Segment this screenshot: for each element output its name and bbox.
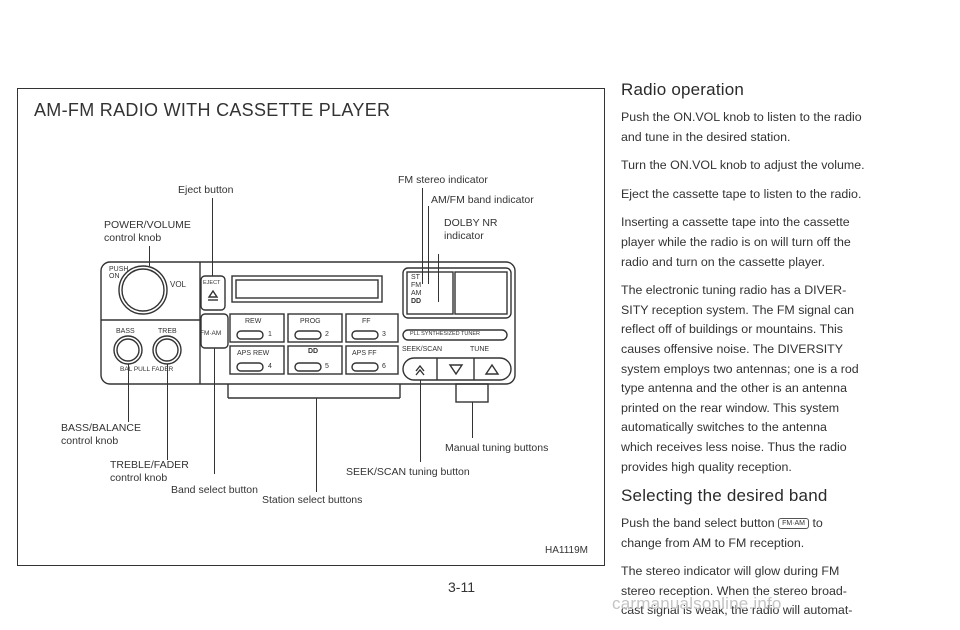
dd-label: DD	[411, 298, 422, 305]
fm-am-label: FM·AM	[200, 330, 222, 337]
leader-eject	[212, 198, 213, 276]
dolby-symbol-label: DD	[308, 348, 319, 355]
callout-eject-button: Eject button	[178, 184, 234, 196]
paragraph-diversity: The electronic tuning radio has a DIVER-…	[621, 283, 859, 474]
aps-ff-button-6	[345, 345, 399, 375]
fm-label: FM	[411, 282, 422, 289]
tune-down-icon	[448, 364, 464, 376]
leader-power-volume	[149, 246, 150, 266]
aps-rew-label: APS REW	[237, 350, 270, 357]
figure-title: AM-FM RADIO WITH CASSETTE PLAYER	[34, 100, 391, 120]
tuning-button-cluster	[402, 357, 512, 381]
tune-label: TUNE	[470, 346, 490, 353]
cassette-slot-outer	[231, 275, 383, 303]
callout-band-select-button: Band select button	[171, 484, 258, 496]
preset-6-label: 6	[382, 363, 386, 370]
preset-2-label: 2	[325, 331, 329, 338]
frequency-display	[454, 271, 508, 315]
pll-label: PLL SYNTHESIZED TUNER	[410, 331, 480, 337]
power-volume-knob-inner	[121, 268, 165, 312]
fm-am-button-icon: FM·AM	[778, 518, 810, 530]
watermark: carmanualsonline.info	[612, 594, 782, 613]
callout-seek-scan-tuning-button: SEEK/SCAN tuning button	[346, 466, 470, 478]
paragraph-inserting: Inserting a cassette tape into the casse…	[621, 215, 851, 269]
figure-code: HA1119M	[545, 545, 588, 556]
figure-frame	[17, 88, 605, 566]
leader-treble-fader	[167, 364, 168, 460]
cassette-slot-inner	[235, 279, 379, 299]
tune-up-icon	[484, 363, 500, 375]
lower-tab	[455, 383, 489, 403]
leader-am-fm-band	[428, 206, 429, 284]
heading-selecting-band: Selecting the desired band	[621, 486, 828, 506]
callout-am-fm-band-indicator: AM/FM band indicator	[431, 194, 534, 206]
preset-1-label: 1	[268, 331, 272, 338]
display-frame	[402, 267, 512, 319]
leader-fm-stereo	[422, 188, 423, 284]
aps-ff-label: APS FF	[352, 350, 377, 357]
page-number: 3-11	[448, 579, 475, 595]
leader-band-select	[214, 348, 215, 474]
bass-label: BASS	[116, 328, 135, 335]
callout-manual-tuning-buttons: Manual tuning buttons	[445, 442, 549, 454]
leader-bass-balance	[128, 364, 129, 422]
eject-label: EJECT	[203, 280, 221, 286]
preset-5-label: 5	[325, 363, 329, 370]
radio-body-outline	[100, 261, 516, 385]
callout-fm-stereo-indicator: FM stereo indicator	[398, 174, 488, 186]
indicator-labels: ST FM AM DD	[411, 274, 422, 306]
treble-knob	[152, 335, 182, 365]
vol-label: VOL	[170, 280, 187, 289]
leader-manual-tuning	[472, 402, 473, 438]
preset-3-label: 3	[382, 331, 386, 338]
bass-knob	[113, 335, 143, 365]
bal-pull-fader-label: BAL PULL FADER	[120, 366, 174, 373]
ff-button-3	[345, 313, 399, 343]
leader-dolby	[438, 254, 439, 302]
rew-label: REW	[245, 318, 262, 325]
treb-label: TREB	[158, 328, 177, 335]
paragraph-volume: Turn the ON.VOL knob to adjust the volum…	[621, 158, 865, 173]
callout-station-select-buttons: Station select buttons	[262, 494, 363, 506]
treble-knob-inner	[155, 338, 179, 362]
ff-label: FF	[362, 318, 371, 325]
eject-icon	[207, 289, 219, 298]
paragraph-listen: Push the ON.VOL knob to listen to the ra…	[621, 110, 862, 144]
power-volume-knob	[118, 265, 168, 315]
st-label: ST	[411, 274, 420, 281]
am-label: AM	[411, 290, 422, 297]
rew-button-1	[229, 313, 285, 343]
pll-label-box	[402, 329, 508, 341]
aps-rew-button-4	[229, 345, 285, 375]
leader-seek-scan	[420, 380, 421, 462]
dolby-button-5	[287, 345, 343, 375]
prog-button-2	[287, 313, 343, 343]
heading-radio-operation: Radio operation	[621, 80, 745, 99]
bass-knob-inner	[116, 338, 140, 362]
paragraph-stereo-indicator: The stereo indicator will glow during FM…	[621, 564, 853, 618]
seek-scan-up-icon	[415, 364, 425, 372]
seek-scan-label: SEEK/SCAN	[402, 346, 443, 353]
paragraph-band-select: Push the band select button FM·AM to cha…	[621, 516, 823, 550]
prog-label: PROG	[300, 318, 321, 325]
leader-station-select	[316, 398, 317, 492]
paragraph-eject: Eject the cassette tape to listen to the…	[621, 186, 862, 201]
preset-4-label: 4	[268, 363, 272, 370]
right-column: Radio operation Push the ON.VOL knob to …	[621, 80, 925, 630]
eject-button	[200, 275, 226, 311]
indicator-panel	[406, 271, 454, 315]
